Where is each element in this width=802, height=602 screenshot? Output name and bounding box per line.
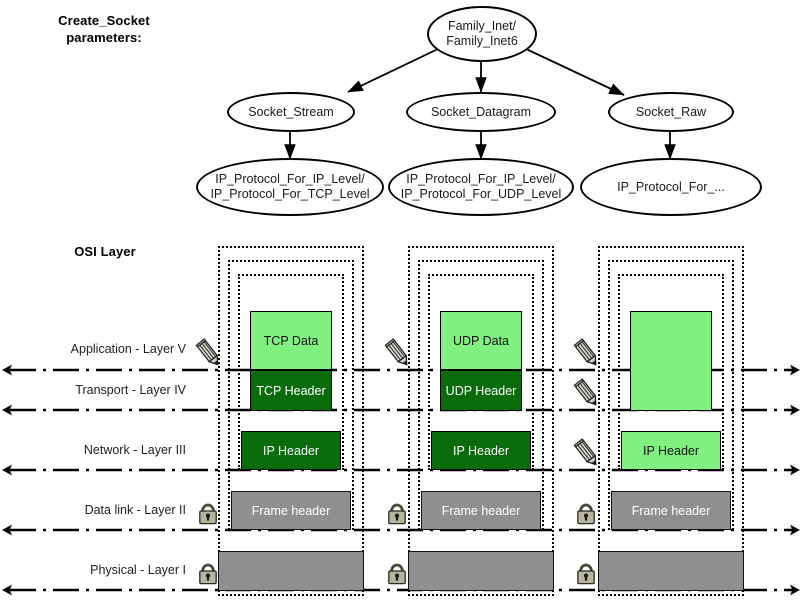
udp-header-box[interactable]: UDP Header [440, 370, 522, 411]
node-socket-datagram[interactable]: Socket_Datagram [406, 92, 556, 132]
node-family-inet[interactable]: Family_Inet/ Family_Inet6 [427, 6, 537, 62]
raw-ip-header-box[interactable]: IP Header [621, 431, 721, 470]
udp-ip-header-label: IP Header [452, 443, 510, 458]
udp-ip-header-box[interactable]: IP Header [431, 431, 531, 470]
udp-lock-icon-physical [387, 563, 407, 586]
raw-pencil-icon-network [573, 438, 601, 469]
node-socket-stream-label: Socket_Stream [248, 104, 334, 119]
node-protocol-udp[interactable]: IP_Protocol_For_IP_Level/ IP_Protocol_Fo… [388, 158, 574, 216]
node-protocol-udp-line1: IP_Protocol_For_IP_Level/ [406, 172, 556, 186]
tcp-ip-header-label: IP Header [262, 443, 320, 458]
layer-label-physical: Physical - Layer I [90, 563, 186, 577]
tcp-data-label: TCP Data [263, 333, 319, 348]
raw-frame-header-label: Frame header [631, 503, 711, 518]
raw-ip-header-label: IP Header [642, 443, 700, 458]
create-socket-heading-line2: parameters: [66, 30, 142, 45]
node-protocol-udp-line2: IP_Protocol_For_UDP_Level [400, 187, 562, 201]
udp-stack-frame-outer [408, 246, 554, 596]
raw-stack-frame-outer [598, 246, 744, 596]
udp-physical-box[interactable] [408, 551, 554, 591]
layer-label-transport: Transport - Layer IV [75, 383, 186, 397]
udp-pencil-icon-application [384, 338, 412, 369]
tcp-data-box[interactable]: TCP Data [250, 311, 332, 370]
raw-pencil-icon-transport [573, 378, 601, 409]
raw-frame-header-box[interactable]: Frame header [611, 491, 731, 530]
node-socket-raw[interactable]: Socket_Raw [608, 92, 734, 132]
tcp-frame-header-box[interactable]: Frame header [231, 491, 351, 530]
node-socket-raw-label: Socket_Raw [635, 104, 707, 119]
tcp-header-label: TCP Header [256, 383, 326, 398]
tcp-lock-icon-physical [198, 563, 218, 586]
tcp-ip-header-box[interactable]: IP Header [241, 431, 341, 470]
layer-label-application: Application - Layer V [70, 342, 186, 356]
node-socket-datagram-label: Socket_Datagram [430, 104, 532, 119]
osi-layer-heading: OSI Layer [74, 244, 136, 259]
tcp-stack-frame-outer [218, 246, 364, 596]
layer-label-datalink: Data link - Layer II [84, 503, 186, 517]
tcp-frame-header-label: Frame header [251, 503, 331, 518]
create-socket-heading-line1: Create_Socket [58, 13, 150, 28]
udp-frame-header-box[interactable]: Frame header [421, 491, 541, 530]
udp-data-label: UDP Data [452, 333, 510, 348]
node-protocol-tcp-line2: IP_Protocol_For_TCP_Level [210, 187, 370, 201]
node-socket-stream[interactable]: Socket_Stream [227, 92, 355, 132]
node-protocol-raw[interactable]: IP_Protocol_For_... [580, 158, 762, 216]
tcp-physical-box[interactable] [218, 551, 364, 591]
tcp-header-box[interactable]: TCP Header [250, 370, 332, 411]
create-socket-heading: Create_Socket parameters: [44, 12, 164, 46]
node-family-inet-line2: Family_Inet6 [446, 34, 518, 48]
raw-lock-icon-physical [576, 563, 596, 586]
node-protocol-tcp[interactable]: IP_Protocol_For_IP_Level/ IP_Protocol_Fo… [196, 158, 384, 216]
node-family-inet-line1: Family_Inet/ [447, 19, 517, 33]
udp-lock-icon-datalink [387, 503, 407, 526]
udp-data-box[interactable]: UDP Data [440, 311, 522, 370]
node-protocol-tcp-line1: IP_Protocol_For_IP_Level/ [215, 172, 365, 186]
node-protocol-raw-line1: IP_Protocol_For_... [617, 179, 725, 194]
tcp-lock-icon-datalink [198, 503, 218, 526]
raw-data-box[interactable] [630, 311, 712, 411]
raw-physical-box[interactable] [598, 551, 744, 591]
udp-frame-header-label: Frame header [441, 503, 521, 518]
raw-lock-icon-datalink [576, 503, 596, 526]
raw-pencil-icon-application [573, 338, 601, 369]
udp-header-label: UDP Header [445, 383, 517, 398]
layer-label-network: Network - Layer III [83, 443, 186, 457]
